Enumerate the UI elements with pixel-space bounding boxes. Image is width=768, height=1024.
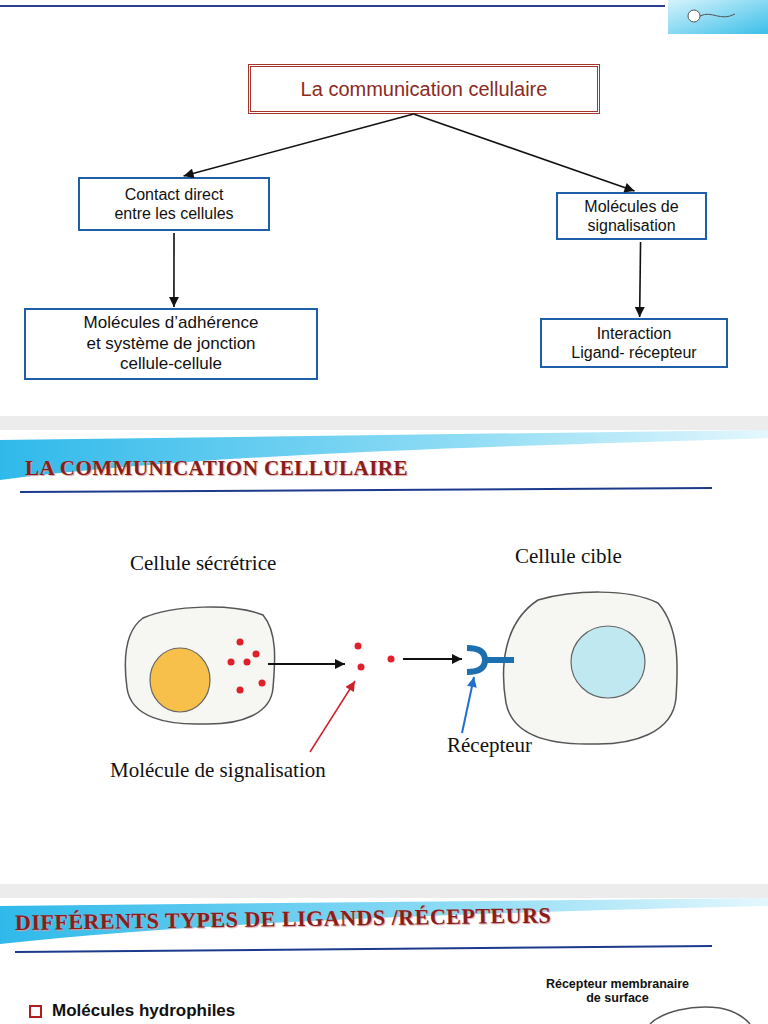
callout-label: Récepteur: [447, 733, 532, 758]
bullet-square: [30, 1006, 41, 1017]
cell-nucleus: [571, 626, 645, 698]
cell-shape: Cellule cible: [498, 588, 683, 748]
cell-label: Cellule sécrétrice: [130, 551, 276, 576]
header-rule: [15, 946, 712, 952]
header-rule: [20, 488, 712, 492]
signal-dot: [358, 664, 365, 671]
leader-arrow: [462, 677, 474, 733]
corner-decoration: [700, 14, 735, 17]
flow-arrow: [403, 658, 462, 660]
cell-outline: [498, 588, 683, 748]
signal-dot: [388, 656, 395, 663]
box-text: Interaction Ligand- récepteur: [569, 324, 699, 362]
cell-membrane: [125, 607, 274, 724]
leader-arrow: [310, 681, 355, 752]
cell-shape: Cellule sécrétrice: [123, 603, 278, 728]
corner-decoration: [668, 0, 768, 34]
process-box: Molécules de signalisation: [556, 192, 707, 240]
connector-arrow: [173, 233, 175, 307]
process-box: Molécules d’adhérence et système de jonc…: [24, 308, 318, 380]
header-swoosh: [0, 898, 768, 944]
connector-arrow: [414, 114, 635, 191]
slide-heading: LA COMMUNICATION CELLULAIRE: [25, 456, 408, 481]
cell-membrane: [504, 592, 678, 744]
connector-arrow: [639, 242, 642, 317]
signal-dot: [355, 643, 362, 650]
cell-outline: [123, 603, 278, 728]
header-rule: [0, 5, 665, 7]
process-box: Interaction Ligand- récepteur: [540, 318, 728, 368]
cell-nucleus: [150, 648, 210, 712]
annotation-label: Récepteur membranaire de surface: [540, 977, 695, 1006]
title-box: La communication cellulaire: [250, 66, 598, 112]
bullet-text: Molécules hydrophiles: [52, 1001, 235, 1021]
callout-label: Molécule de signalisation: [110, 758, 326, 783]
box-text: Molécules d’adhérence et système de jonc…: [77, 313, 265, 374]
flow-arrow: [268, 663, 345, 665]
header-swoosh: [0, 430, 768, 480]
slide-gap: [0, 416, 768, 430]
box-text: Contact direct entre les cellules: [113, 185, 235, 223]
corner-decoration: [688, 10, 700, 22]
process-box: Contact direct entre les cellules: [78, 177, 270, 231]
title-text: La communication cellulaire: [301, 77, 548, 101]
slide-gap: [0, 884, 768, 898]
cell-label: Cellule cible: [515, 544, 622, 569]
receptor-symbol: [467, 648, 485, 672]
box-text: Molécules de signalisation: [568, 197, 695, 235]
connector-arrow: [184, 114, 414, 176]
cell-outline: [650, 1007, 750, 1024]
